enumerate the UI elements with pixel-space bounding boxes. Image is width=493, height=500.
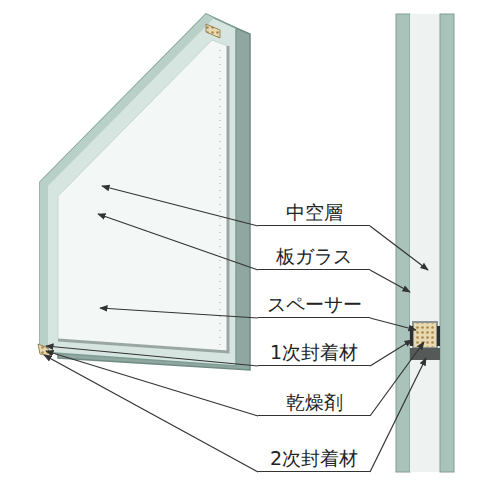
front-pane bbox=[40, 14, 236, 366]
top-corner-sealant bbox=[206, 24, 220, 38]
section-secondary-seal bbox=[410, 348, 440, 360]
spacer-frame bbox=[58, 46, 228, 352]
section-air-layer bbox=[410, 14, 440, 472]
part-label: スペーサー bbox=[258, 291, 370, 318]
section-glass-right bbox=[440, 14, 454, 472]
section-primary-seal-r bbox=[437, 326, 440, 346]
part-label-text: 乾燥剤 bbox=[284, 391, 345, 413]
leader-lines bbox=[44, 186, 428, 472]
part-label-text: 板ガラス bbox=[274, 245, 354, 267]
part-label: 中空層 bbox=[258, 199, 370, 226]
part-label-text: 中空層 bbox=[284, 201, 345, 223]
part-label-text: 1次封着材 bbox=[268, 341, 360, 363]
part-label-text: 2次封着材 bbox=[268, 447, 360, 469]
part-label-text: スペーサー bbox=[265, 293, 364, 315]
section-spacer bbox=[413, 322, 437, 348]
part-label: 乾燥剤 bbox=[258, 389, 370, 416]
part-label: 1次封着材 bbox=[258, 339, 370, 366]
part-label: 2次封着材 bbox=[258, 445, 370, 472]
part-label: 板ガラス bbox=[258, 243, 370, 270]
spacer-dots bbox=[219, 50, 221, 346]
section-glass-left bbox=[396, 14, 410, 472]
